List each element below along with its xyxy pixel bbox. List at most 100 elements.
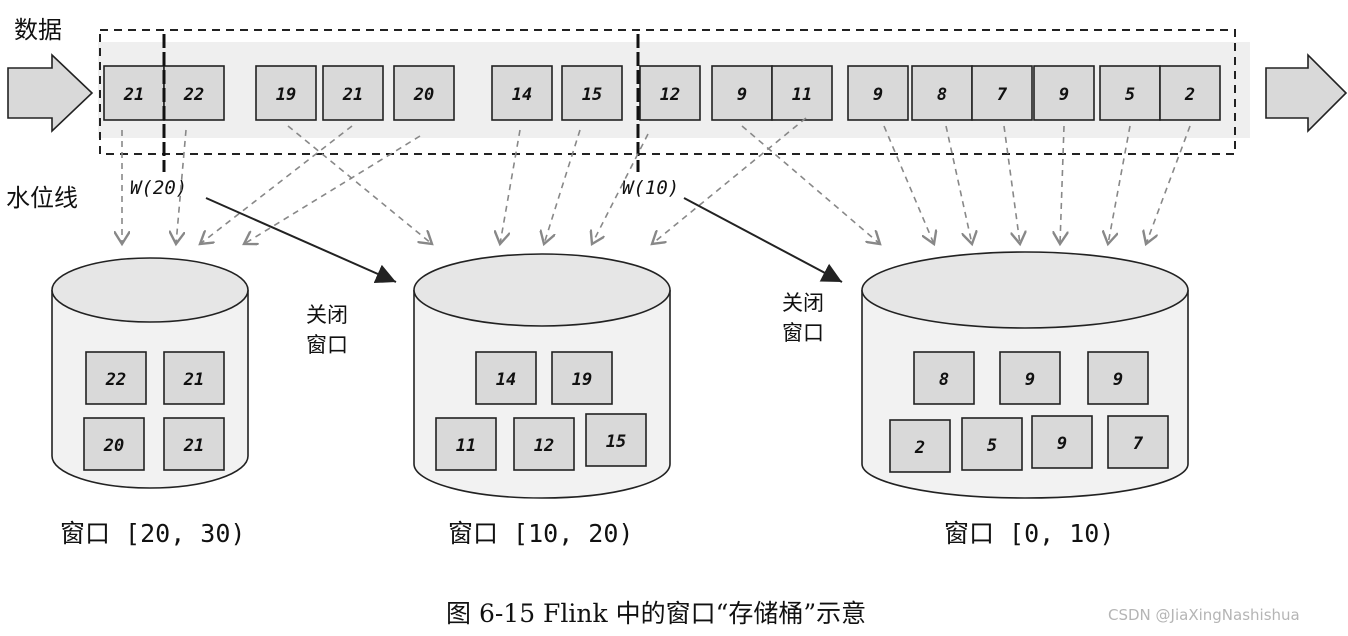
close-window-label-2b: 窗口 xyxy=(782,321,824,345)
bucket-label-10-20: 窗口 [10, 20) xyxy=(448,519,633,548)
stream-item-value: 20 xyxy=(413,85,434,105)
bucket-item-value: 8 xyxy=(939,370,949,390)
figure-caption: 图 6-15 Flink 中的窗口“存储桶”示意 xyxy=(446,599,866,628)
assign-arrow xyxy=(200,125,353,244)
bucket-item-value: 9 xyxy=(1057,434,1067,454)
stream-item: 2 xyxy=(1159,65,1221,121)
bucket-item-value: 9 xyxy=(1113,370,1123,390)
bucket-item-value: 20 xyxy=(103,436,124,456)
bucket-item-value: 22 xyxy=(105,370,126,390)
close-window-label-2a: 关闭 xyxy=(782,291,824,315)
source-credit: CSDN @JiaXingNashishua xyxy=(1108,606,1300,624)
bucket-item: 5 xyxy=(961,417,1023,471)
bucket-item: 7 xyxy=(1107,415,1169,469)
bucket-label-0-10: 窗口 [0, 10) xyxy=(944,519,1114,548)
stream-item: 5 xyxy=(1099,65,1161,121)
stream-item-value: 9 xyxy=(873,85,883,105)
bucket-item: 22 xyxy=(85,351,147,405)
stream-item: 9 xyxy=(1033,65,1095,121)
input-arrow-icon xyxy=(7,53,94,133)
bucket-item: 15 xyxy=(585,413,647,467)
stream-item: 12 xyxy=(639,65,701,121)
stream-item: 20 xyxy=(393,65,455,121)
bucket-item: 11 xyxy=(435,417,497,471)
stream-item-value: 11 xyxy=(792,85,812,105)
bucket-item: 8 xyxy=(913,351,975,405)
bucket-top xyxy=(413,253,671,327)
bucket-item: 21 xyxy=(163,351,225,405)
bucket-item: 21 xyxy=(163,417,225,471)
close-window-arrow-2 xyxy=(683,197,843,283)
stream-item: 15 xyxy=(561,65,623,121)
stream-item-value: 5 xyxy=(1125,85,1135,105)
bucket-item-value: 7 xyxy=(1133,434,1144,454)
bucket-item-value: 5 xyxy=(987,436,997,456)
stream-item-value: 19 xyxy=(276,85,296,105)
bucket-item: 9 xyxy=(1031,415,1093,469)
bucket-item: 20 xyxy=(83,417,145,471)
watermark-w20-label: W(20) xyxy=(130,177,187,199)
watermark-w10-label: W(10) xyxy=(622,177,679,199)
assignment-arrows xyxy=(122,117,1191,244)
bucket-top xyxy=(861,251,1189,329)
stream-item: 11 xyxy=(771,65,833,121)
stream-item-value: 12 xyxy=(660,85,680,105)
stream-item-value: 8 xyxy=(937,85,947,105)
stream-item: 22 xyxy=(163,65,225,121)
stream-item: 21 xyxy=(103,65,165,121)
watermark-line-label: 水位线 xyxy=(6,184,78,212)
bucket-window-0-10: 8 9 9 2 5 9 7 xyxy=(861,251,1189,499)
stream-item-value: 21 xyxy=(342,85,363,105)
bucket-item-value: 19 xyxy=(572,370,592,390)
stream-elements: 21 22 19 21 20 14 15 12 9 11 9 8 7 9 5 2 xyxy=(103,65,1221,121)
bucket-item-value: 21 xyxy=(183,436,204,456)
stream-item: 9 xyxy=(711,65,773,121)
assign-arrow xyxy=(544,129,581,244)
assign-arrow xyxy=(176,129,187,244)
bucket-item: 19 xyxy=(551,351,613,405)
stream-item: 21 xyxy=(322,65,384,121)
assign-arrow xyxy=(1060,125,1064,244)
stream-item: 8 xyxy=(911,65,973,121)
bucket-item: 9 xyxy=(999,351,1061,405)
bucket-item: 12 xyxy=(513,417,575,471)
assign-arrow xyxy=(244,135,421,244)
bucket-item-value: 12 xyxy=(534,436,554,456)
assign-arrow xyxy=(883,125,934,244)
close-window-label-1a: 关闭 xyxy=(306,303,348,327)
assign-arrow xyxy=(1146,125,1191,244)
bucket-top xyxy=(51,257,249,323)
bucket-item-value: 14 xyxy=(496,370,516,390)
bucket-item-value: 2 xyxy=(914,438,925,458)
stream-item: 9 xyxy=(847,65,909,121)
assign-arrow xyxy=(500,129,521,244)
assign-arrow xyxy=(1003,125,1020,244)
assign-arrow xyxy=(287,125,432,244)
stream-item-value: 22 xyxy=(183,85,204,105)
assign-arrow xyxy=(1108,125,1131,244)
bucket-window-20-30: 22 21 20 21 xyxy=(51,257,249,489)
output-arrow-icon xyxy=(1265,53,1348,133)
stream-item-value: 9 xyxy=(737,85,747,105)
stream-item: 14 xyxy=(491,65,553,121)
close-window-arrow-1 xyxy=(205,197,397,284)
stream-item-value: 14 xyxy=(512,85,532,105)
stream-item: 19 xyxy=(255,65,317,121)
bucket-label-20-30: 窗口 [20, 30) xyxy=(60,519,245,548)
assign-arrow xyxy=(945,125,972,244)
data-label: 数据 xyxy=(14,16,62,44)
assign-arrow xyxy=(592,133,649,244)
bucket-item-value: 11 xyxy=(456,436,476,456)
stream-item-value: 7 xyxy=(997,85,1008,105)
assign-arrow xyxy=(741,125,880,244)
stream-item-value: 15 xyxy=(582,85,602,105)
bucket-window-10-20: 14 19 11 12 15 xyxy=(413,253,671,499)
assign-arrow xyxy=(652,117,807,244)
stream-item: 7 xyxy=(971,65,1033,121)
stream-item-value: 9 xyxy=(1059,85,1069,105)
bucket-item: 9 xyxy=(1087,351,1149,405)
close-window-label-1b: 窗口 xyxy=(306,333,348,357)
bucket-item-value: 9 xyxy=(1025,370,1035,390)
bucket-item-value: 21 xyxy=(183,370,204,390)
